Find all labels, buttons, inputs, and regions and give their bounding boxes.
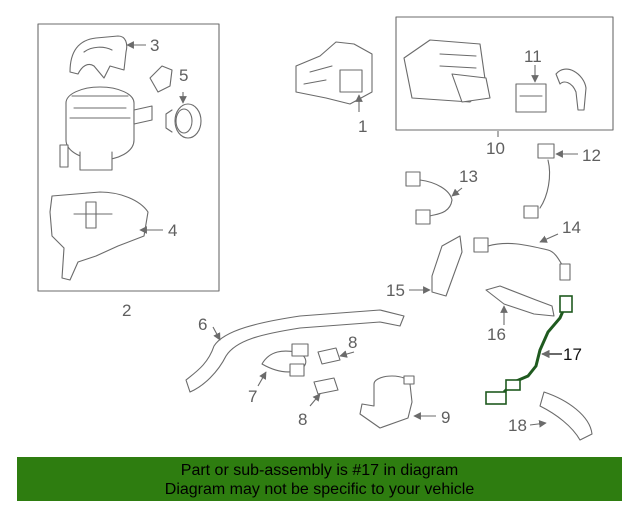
leader-lines — [126, 41, 578, 428]
callout-14: 14 — [562, 218, 581, 237]
part-3-heat-shield[interactable] — [69, 35, 128, 79]
part-4-bracket[interactable] — [49, 191, 149, 281]
group-box-10 — [395, 16, 614, 131]
callout-18: 18 — [508, 416, 527, 435]
callout-5: 5 — [179, 66, 188, 85]
callout-15: 15 — [386, 281, 405, 300]
callout-7: 7 — [248, 387, 257, 406]
part-18-heat-shield[interactable] — [539, 391, 593, 441]
group-box-2 — [37, 23, 220, 292]
callout-4: 4 — [168, 221, 177, 240]
part-7-pipe[interactable] — [261, 343, 309, 377]
callout-17: 17 — [563, 345, 582, 364]
callout-13: 13 — [459, 167, 478, 186]
part-12-sensor[interactable] — [523, 143, 555, 219]
callout-16: 16 — [487, 325, 506, 344]
part-15-bracket[interactable] — [431, 235, 463, 297]
notice-line-part-number: Part or sub-assembly is #17 in diagram — [180, 462, 459, 479]
part-11-vsv[interactable] — [515, 83, 547, 113]
part-8-gasket-lower[interactable] — [313, 377, 339, 395]
part-1-valve[interactable] — [295, 41, 373, 105]
callout-10: 10 — [486, 139, 505, 158]
callout-11: 11 — [524, 47, 542, 66]
callout-8b: 8 — [298, 410, 307, 429]
callout-8a: 8 — [348, 333, 357, 352]
part-16-bracket[interactable] — [485, 285, 555, 317]
notice-banner: Part or sub-assembly is #17 in diagram D… — [17, 457, 622, 501]
callout-9: 9 — [441, 408, 450, 427]
part-17-oxygen-sensor[interactable] — [485, 295, 573, 405]
part-13-harness[interactable] — [405, 171, 453, 225]
part-6-hose[interactable] — [185, 309, 405, 393]
part-hose-10[interactable] — [555, 68, 587, 111]
notice-line-disclaimer: Diagram may not be specific to your vehi… — [164, 481, 475, 498]
callout-6: 6 — [198, 315, 207, 334]
callout-3: 3 — [150, 36, 159, 55]
part-8-gasket-upper[interactable] — [317, 347, 341, 365]
callout-2: 2 — [122, 301, 131, 320]
callout-1: 1 — [358, 117, 367, 136]
part-9-valve[interactable] — [359, 375, 415, 429]
part-10-canister[interactable] — [403, 39, 491, 103]
part-air-pump[interactable] — [59, 86, 153, 171]
part-bracket-small[interactable] — [149, 65, 173, 93]
callout-12: 12 — [582, 146, 601, 165]
part-14-oxygen-sensor[interactable] — [473, 237, 571, 281]
part-5-cap[interactable] — [165, 103, 202, 139]
